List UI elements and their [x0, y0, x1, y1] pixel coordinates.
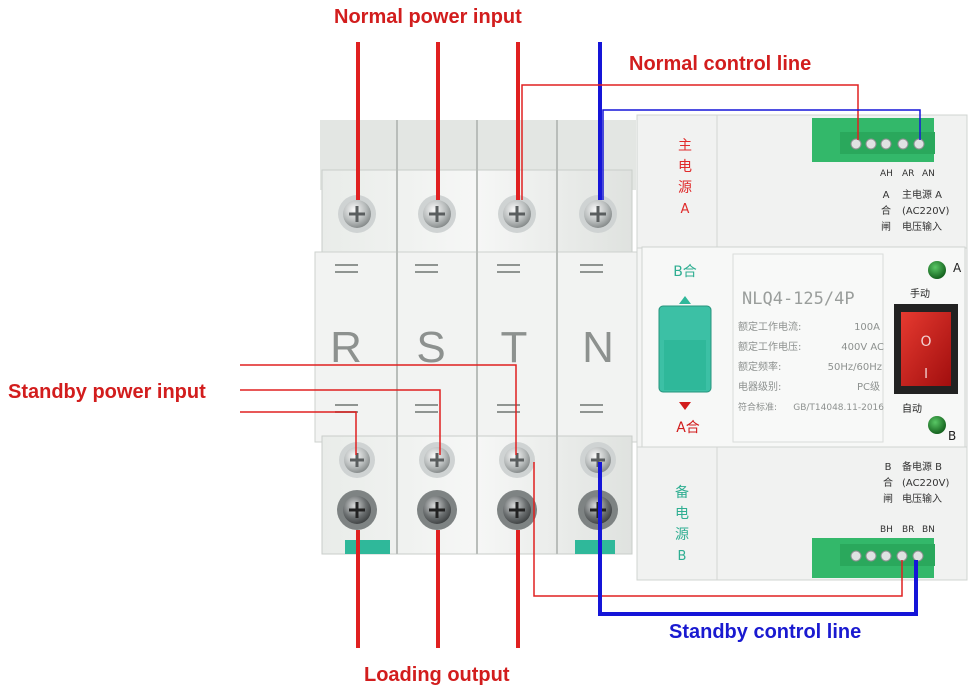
- wire-standby-t: [240, 364, 517, 455]
- screw-top-s: [418, 195, 456, 233]
- lever-top-label: B合: [673, 264, 697, 280]
- bottom-info-left-1: B: [885, 462, 892, 473]
- pole-letter-s: S: [416, 323, 445, 372]
- bottom-info-right-2: (AC220V): [902, 478, 949, 489]
- wire-normal-control-blue: [602, 109, 921, 200]
- bottom-vertical-2: 电: [675, 506, 689, 522]
- bottom-info-left-3: 闸: [883, 492, 893, 505]
- bottom-vertical-4: B: [678, 549, 687, 564]
- pole-letter-n: N: [582, 323, 614, 372]
- terminal-bn: BN: [922, 525, 935, 535]
- bottom-vertical-3: 源: [675, 527, 689, 543]
- led-b-indicator: [928, 416, 946, 434]
- top-vertical-2: 电: [678, 159, 692, 175]
- label-loading-output: Loading output: [364, 664, 510, 686]
- screw-top-n: [579, 195, 617, 233]
- model-number: NLQ4-125/4P: [742, 289, 855, 309]
- pole-letters: R S T N: [330, 323, 614, 372]
- spec-key-5: 符合标准:: [738, 401, 777, 413]
- arrow-up-icon: [679, 296, 691, 304]
- top-vertical-1: 主: [678, 138, 692, 154]
- screw-bot-t: [497, 490, 537, 530]
- screw-mid-s: [419, 442, 455, 478]
- manual-label: 手动: [910, 287, 930, 300]
- spec-val-1: 100A: [854, 322, 880, 333]
- switch-on-mark: I: [924, 367, 928, 382]
- top-info-left-1: A: [883, 190, 890, 201]
- spec-key-3: 额定频率:: [738, 360, 781, 373]
- terminal-ah: AH: [880, 169, 893, 179]
- pole-letter-t: T: [501, 323, 528, 372]
- top-info-left-2: 合: [881, 204, 891, 217]
- wire-standby-control-blue: [598, 462, 918, 616]
- label-normal-control-line: Normal control line: [629, 53, 812, 75]
- led-a-label: A: [953, 261, 962, 275]
- auto-label: 自动: [902, 402, 922, 415]
- screw-mid-t: [499, 442, 535, 478]
- spec-key-2: 额定工作电压:: [738, 340, 801, 353]
- bottom-info-right-1: 备电源 B: [902, 460, 942, 473]
- terminal-ar: AR: [902, 169, 914, 179]
- top-info-right-3: 电压输入: [902, 220, 942, 233]
- spec-val-5: GB/T14048.11-2016: [793, 403, 884, 413]
- screw-top-r: [338, 195, 376, 233]
- screw-mid-r: [339, 442, 375, 478]
- spec-key-4: 电器级别:: [738, 380, 781, 393]
- screw-bot-r: [337, 490, 377, 530]
- top-info-right-1: 主电源 A: [902, 188, 942, 201]
- led-a-indicator: [928, 261, 946, 279]
- top-vertical-4: A: [681, 202, 690, 217]
- bottom-info-right-3: 电压输入: [902, 492, 942, 505]
- manual-auto-switch[interactable]: [901, 312, 951, 386]
- screw-bot-s: [417, 490, 457, 530]
- screw-mid-n: [580, 442, 616, 478]
- wire-normal-control-red: [521, 84, 859, 200]
- terminal-screws: [337, 195, 618, 530]
- spec-val-3: 50Hz/60Hz: [828, 362, 882, 373]
- top-info-right-2: (AC220V): [902, 206, 949, 217]
- wire-standby-s: [240, 389, 441, 455]
- module-text: 主 电 源 A 备 电 源 B AH AR AN A 合 闸 主电源 A (AC…: [673, 138, 962, 564]
- spec-val-4: PC级: [857, 381, 880, 393]
- bottom-vertical-1: 备: [675, 484, 689, 501]
- wire-standby-r: [240, 411, 357, 455]
- wire-standby-control-red: [533, 462, 903, 597]
- top-vertical-3: 源: [678, 180, 692, 196]
- control-module: [636, 114, 968, 581]
- label-standby-control-line: Standby control line: [669, 621, 862, 643]
- bottom-info-left-2: 合: [883, 476, 893, 489]
- lever-bottom-label: A合: [676, 420, 700, 436]
- label-normal-power-input: Normal power input: [334, 6, 522, 28]
- spec-val-2: 400V AC: [841, 342, 884, 353]
- arrow-down-icon: [679, 402, 691, 410]
- screw-top-t: [498, 195, 536, 233]
- terminal-br: BR: [902, 525, 914, 535]
- terminal-an: AN: [922, 169, 935, 179]
- pole-letter-r: R: [330, 323, 362, 372]
- spec-key-1: 额定工作电流:: [738, 320, 801, 333]
- top-info-left-3: 闸: [881, 220, 891, 233]
- wires: [240, 42, 921, 648]
- terminal-bh: BH: [880, 525, 893, 535]
- label-standby-power-input: Standby power input: [8, 381, 206, 403]
- switch-off-mark: O: [920, 334, 931, 350]
- led-b-label: B: [948, 429, 956, 443]
